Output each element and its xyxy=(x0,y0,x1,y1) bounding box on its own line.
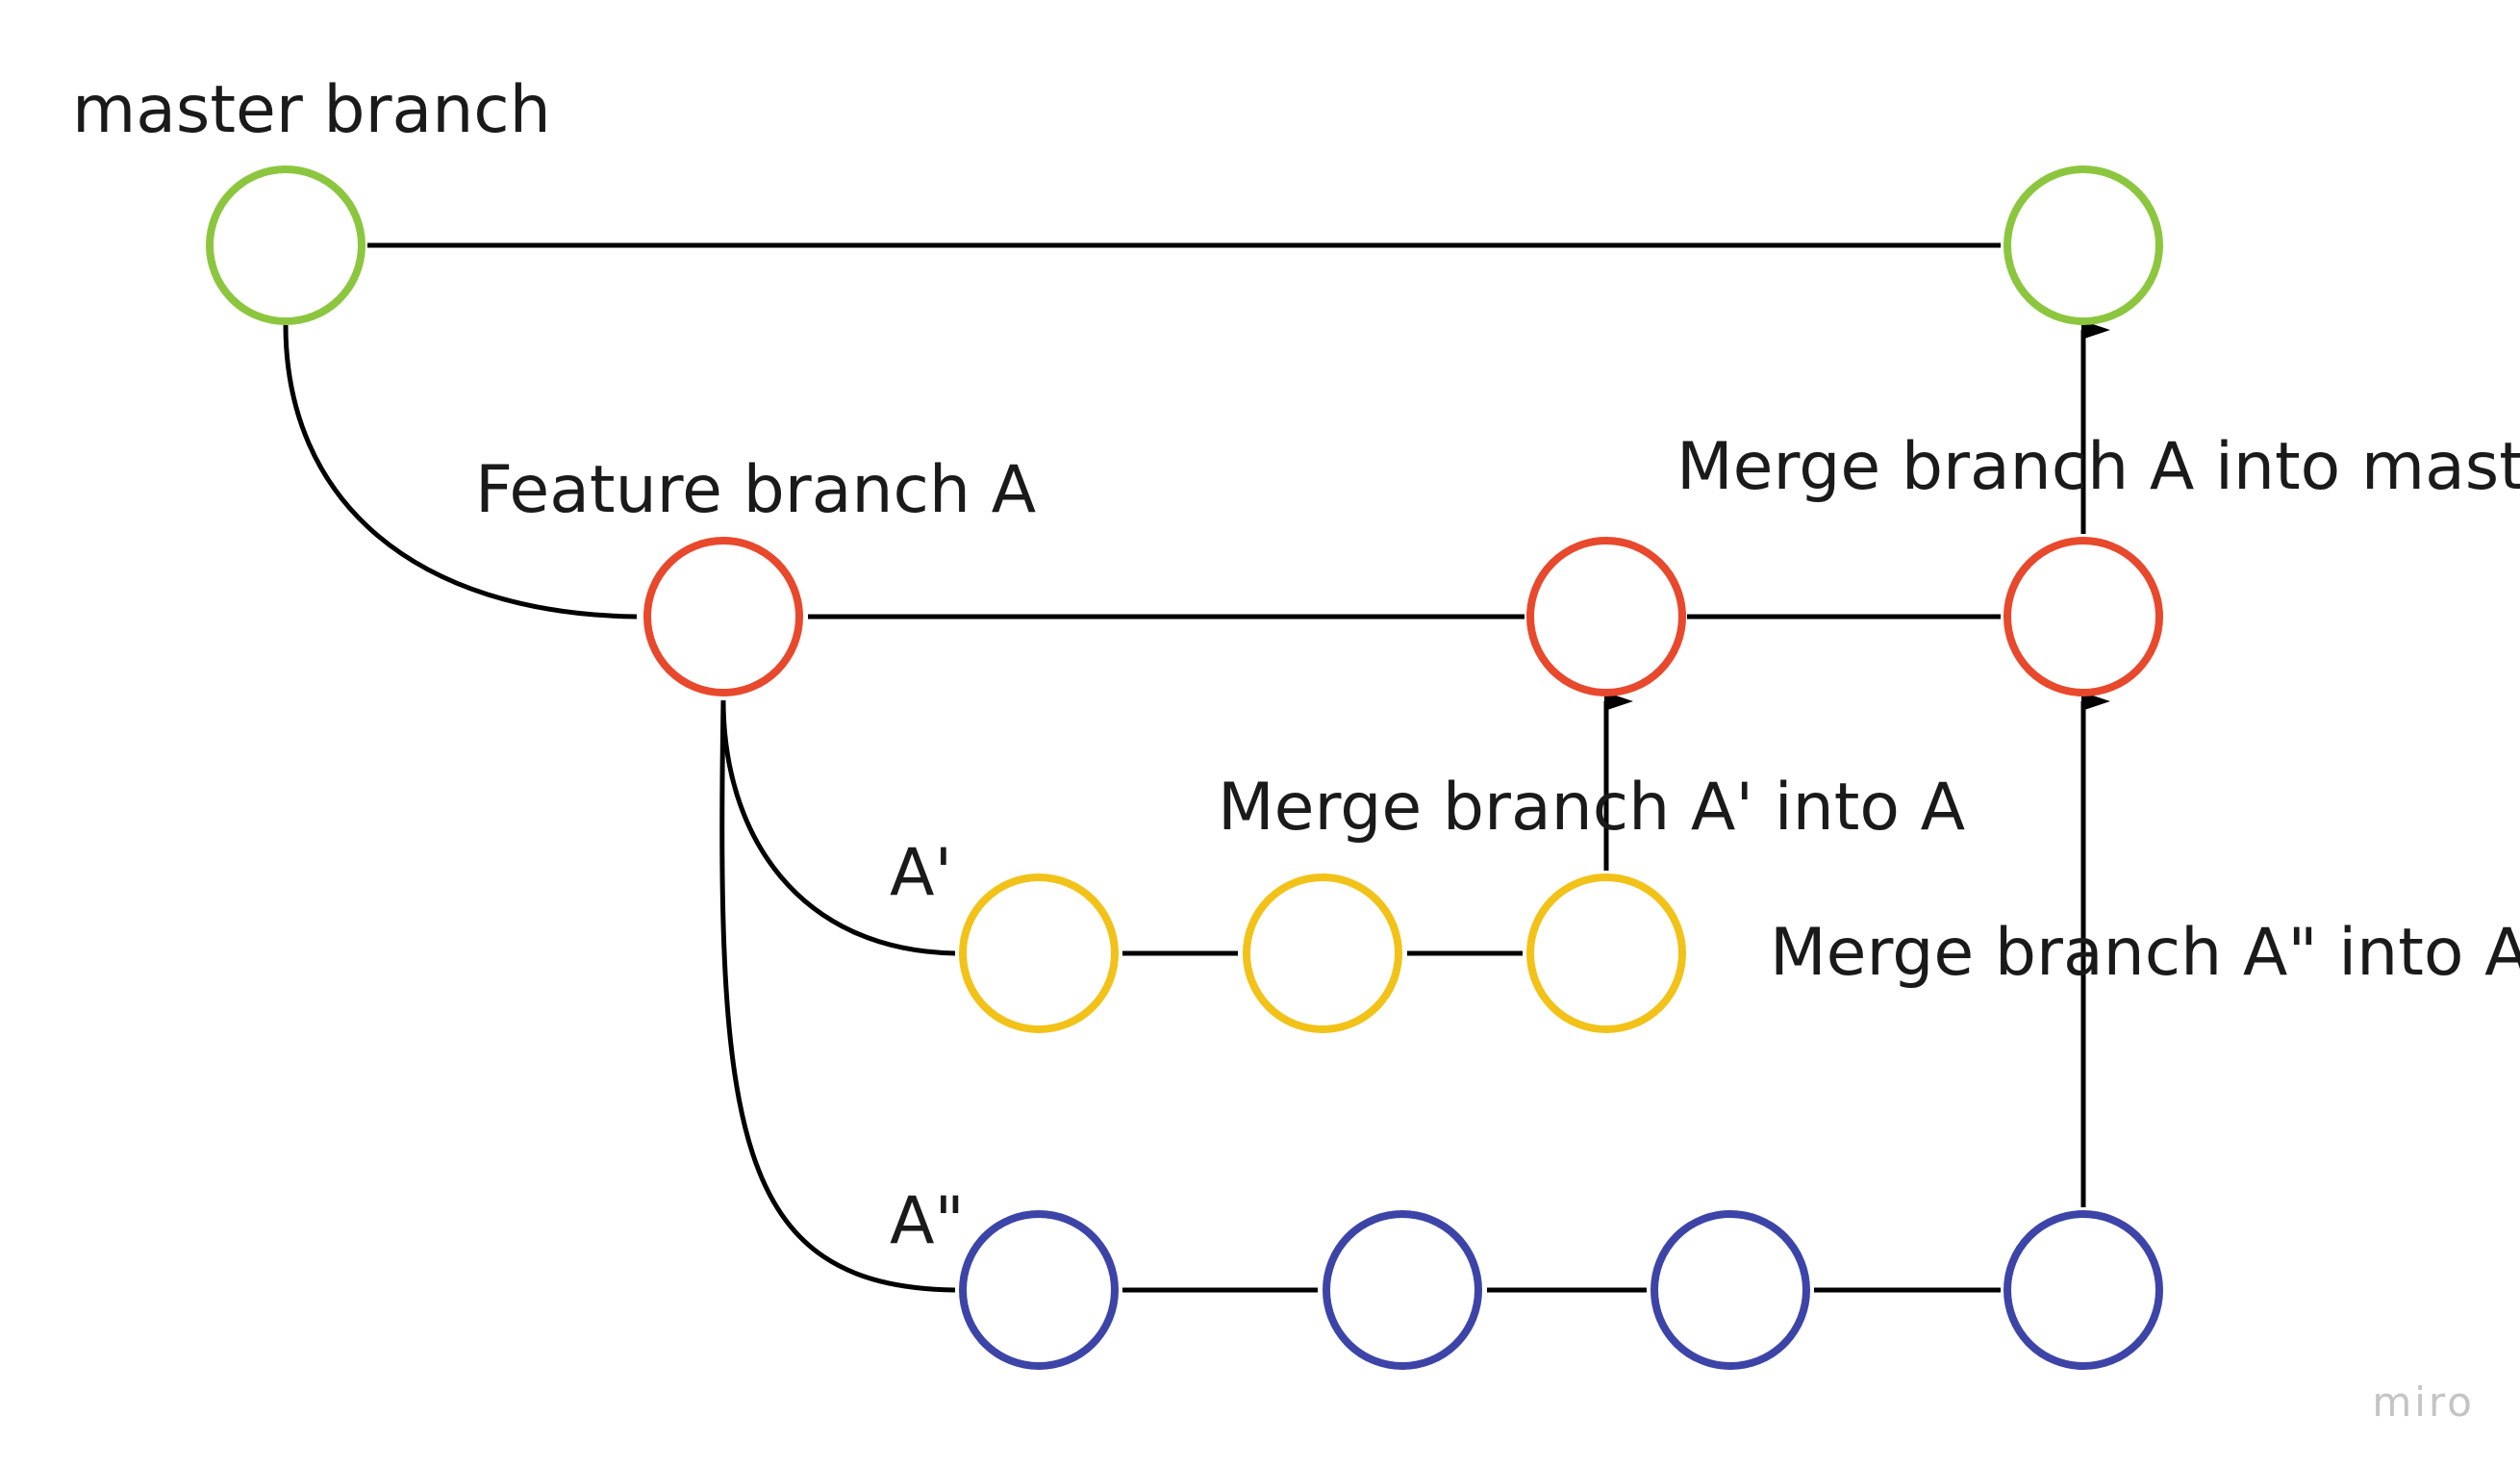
feature-a-commit-node[interactable] xyxy=(643,537,803,696)
master-merge-commit-node[interactable] xyxy=(2003,165,2163,325)
merge-a-prime-into-a-label: Merge branch A' into A xyxy=(1218,770,1965,846)
feature-a-merge-a-double-prime-node[interactable] xyxy=(2003,537,2163,696)
a-prime-commit-node-1[interactable] xyxy=(959,873,1119,1033)
a-double-prime-commit-node-4[interactable] xyxy=(2003,1210,2163,1370)
a-double-prime-commit-node-2[interactable] xyxy=(1323,1210,1482,1370)
a-prime-commit-node-3[interactable] xyxy=(1526,873,1686,1033)
master-to-feature-a-curve xyxy=(283,324,638,620)
miro-watermark: miro xyxy=(2372,1379,2475,1426)
edges xyxy=(283,242,2110,1293)
a-double-prime-branch-label: A" xyxy=(890,1183,965,1259)
merge-a-into-master-label: Merge branch A into master xyxy=(1676,429,2520,505)
labels: master branch Feature branch A Merge bra… xyxy=(72,72,2520,1426)
a-prime-commit-node-2[interactable] xyxy=(1243,873,1402,1033)
a-double-prime-commit-node-3[interactable] xyxy=(1651,1210,1810,1370)
master-branch-label: master branch xyxy=(72,72,551,148)
master-commit-node[interactable] xyxy=(206,165,365,325)
feature-a-merge-a-prime-node[interactable] xyxy=(1526,537,1686,696)
nodes xyxy=(206,165,2163,1370)
feature-a-to-a-double-prime-curve xyxy=(719,699,956,1293)
feature-a-to-a-prime-curve xyxy=(720,699,956,956)
feature-branch-a-label: Feature branch A xyxy=(475,452,1036,528)
merge-a-double-prime-into-a-label: Merge branch A" into A xyxy=(1770,915,2520,991)
a-prime-branch-label: A' xyxy=(890,835,952,911)
a-double-prime-commit-node-1[interactable] xyxy=(959,1210,1119,1370)
